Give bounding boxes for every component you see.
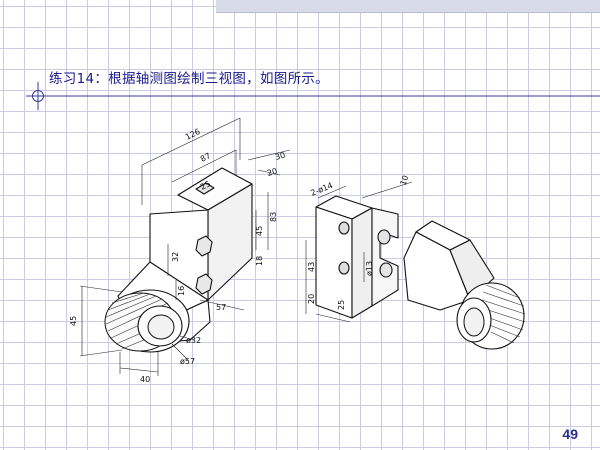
dim-126: 126 xyxy=(184,127,202,142)
right-bracket-part xyxy=(315,195,399,319)
right-dimension-lines xyxy=(305,181,413,323)
dim-16: 16 xyxy=(177,286,186,296)
dim-25: 25 xyxy=(199,179,212,192)
dim-43: 43 xyxy=(307,262,316,272)
header-band xyxy=(216,0,600,13)
title-rule xyxy=(26,82,600,110)
dim-40: 40 xyxy=(140,375,150,384)
dim-phi57: ø57 xyxy=(180,357,195,366)
page-number: 49 xyxy=(562,426,578,442)
dimension-labels: 126 87 30 25 20 45 83 32 18 16 57 45 40 … xyxy=(69,127,410,384)
dim-32: 32 xyxy=(171,252,180,262)
dim-18: 18 xyxy=(255,256,264,266)
dim-57: 57 xyxy=(216,303,226,312)
dim-10: 10 xyxy=(398,174,410,187)
dim-87: 87 xyxy=(199,151,212,164)
dim-phi13: ø13 xyxy=(365,261,374,276)
dim-holes: 2-ø14 xyxy=(309,181,334,198)
dim-phi32: ø32 xyxy=(186,336,201,345)
slide-title: 练习14：根据轴测图绘制三视图，如图所示。 xyxy=(49,71,329,87)
dim-30: 30 xyxy=(274,150,286,161)
dim-83: 83 xyxy=(269,212,278,222)
dim-45b: 45 xyxy=(69,316,78,326)
dim-20b: 20 xyxy=(307,294,316,304)
dim-20: 20 xyxy=(266,166,278,177)
left-dimension-lines xyxy=(79,117,291,376)
dim-25b: 25 xyxy=(337,300,346,310)
dim-45a: 45 xyxy=(255,226,264,236)
knurled-cylinder-left xyxy=(104,289,190,353)
knurled-cylinder-right xyxy=(456,282,526,350)
